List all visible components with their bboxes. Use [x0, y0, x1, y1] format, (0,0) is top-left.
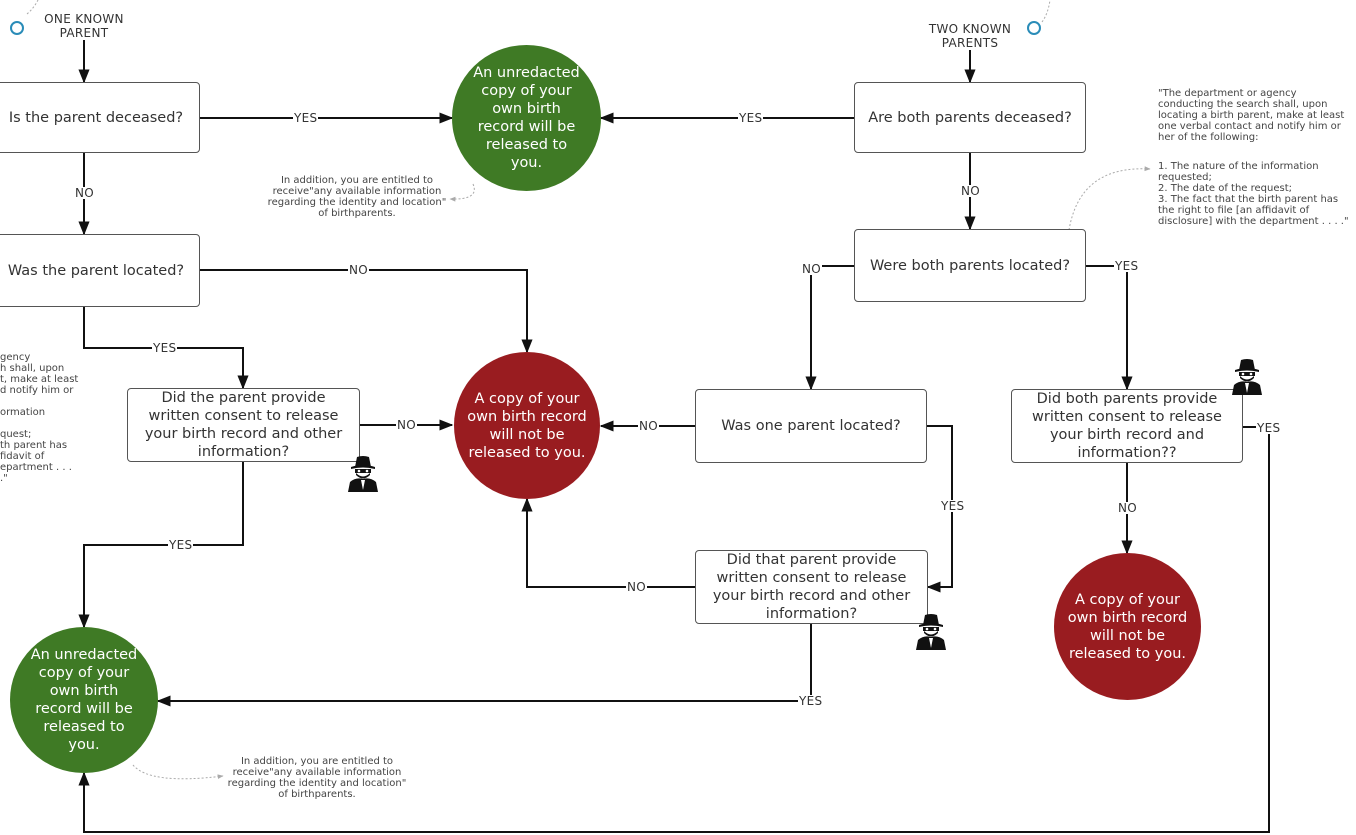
note-additional-info-top: In addition, you are entitled to receive…: [267, 175, 447, 219]
edge-label-no: NO: [801, 262, 823, 276]
edge-both-located-yes: [1086, 265, 1133, 391]
branch-one-known-parent: ONE KNOWN PARENT: [44, 12, 124, 40]
edge-label-yes: YES: [738, 111, 764, 125]
note-agency-list: 1. The nature of the information request…: [1158, 161, 1349, 227]
edge-label-yes: YES: [940, 499, 966, 513]
circle-marker-icon: [1027, 21, 1041, 35]
spy-icon: [348, 456, 378, 492]
outcome-released-bottom: An unredacted copy of your own birth rec…: [10, 627, 158, 773]
note-agency-partial: gency h shall, upon t, make at least d n…: [0, 352, 79, 484]
marker-pointer-left: [26, 0, 39, 15]
outcome-not-released-center: A copy of your own birth record will not…: [454, 352, 600, 499]
edge-label-yes: YES: [1256, 421, 1282, 435]
question-both-consent: Did both parents provide written consent…: [1011, 389, 1243, 463]
edge-label-no: NO: [396, 418, 418, 432]
edge-label-yes: YES: [152, 341, 178, 355]
spy-icon: [916, 614, 946, 650]
spy-icon: [1232, 359, 1262, 395]
edge-label-yes: YES: [293, 111, 319, 125]
edge-label-yes: YES: [798, 694, 824, 708]
note-pointer-bottom: [132, 764, 224, 780]
question-both-deceased: Are both parents deceased?: [854, 82, 1086, 153]
edge-that-consent-yes: [156, 624, 812, 707]
edge-label-no: NO: [626, 580, 648, 594]
question-that-parent-consent: Did that parent provide written consent …: [695, 550, 928, 624]
edge-label-no: NO: [638, 419, 660, 433]
edge-label-yes: YES: [168, 538, 194, 552]
edge-label-no: NO: [348, 263, 370, 277]
branch-two-known-parents: TWO KNOWN PARENTS: [928, 22, 1012, 50]
edge-label-no: NO: [1117, 501, 1139, 515]
outcome-released-top: An unredacted copy of your own birth rec…: [452, 45, 601, 191]
question-parent-located: Was the parent located?: [0, 234, 200, 307]
note-agency-intro: "The department or agency conducting the…: [1158, 88, 1345, 143]
edge-label-yes: YES: [1114, 259, 1140, 273]
edge-that-consent-no: [521, 497, 695, 588]
question-parent-consent: Did the parent provide written consent t…: [127, 388, 360, 462]
outcome-not-released-right: A copy of your own birth record will not…: [1054, 553, 1201, 700]
edge-both-located-no: [805, 265, 854, 391]
question-one-located: Was one parent located?: [695, 389, 927, 463]
question-parent-deceased: Is the parent deceased?: [0, 82, 200, 153]
marker-pointer-right: [1041, 0, 1051, 23]
circle-marker-icon: [10, 21, 24, 35]
edge-label-no: NO: [960, 184, 982, 198]
note-additional-info-bottom: In addition, you are entitled to receive…: [227, 756, 407, 800]
note-pointer-top: [449, 183, 475, 202]
edge-label-no: NO: [74, 186, 96, 200]
edge-consent-yes: [78, 462, 244, 629]
note-pointer-right: [1068, 166, 1151, 231]
question-both-located: Were both parents located?: [854, 229, 1086, 302]
edge-located-no: [200, 269, 533, 354]
